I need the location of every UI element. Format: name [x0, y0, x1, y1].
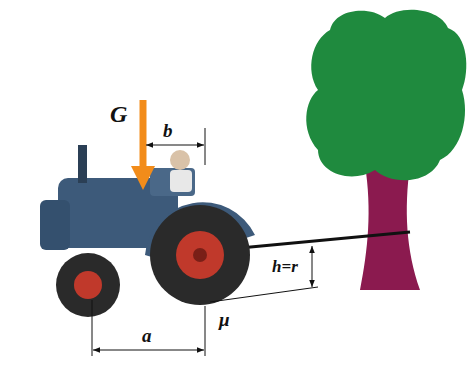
dimension-line — [93, 350, 204, 351]
dimension-label: b — [163, 121, 173, 140]
front-wheel — [56, 253, 120, 317]
hub-center — [193, 248, 207, 262]
tow-rope — [240, 232, 410, 248]
driver-head — [170, 150, 190, 170]
extension-line — [92, 300, 93, 356]
tree-trunk — [360, 165, 420, 290]
tree-crown — [306, 10, 466, 181]
front-hub — [74, 271, 102, 299]
dimension-line — [312, 246, 313, 287]
tractor-grille — [40, 200, 70, 250]
weight-arrowhead — [131, 166, 155, 190]
driver-body — [170, 170, 192, 192]
dimension-label: a — [142, 326, 152, 345]
dimension-line — [146, 145, 204, 146]
exhaust-pipe — [78, 145, 87, 183]
force-label: G — [110, 102, 127, 126]
extension-line — [205, 128, 206, 165]
rear-hub — [176, 231, 224, 279]
friction-label: μ — [219, 310, 230, 329]
dimension-label: h=r — [272, 258, 298, 275]
extension-line — [205, 306, 206, 356]
rear-wheel — [150, 205, 250, 305]
ground-line — [210, 287, 318, 302]
seat — [150, 168, 195, 196]
weight-arrow — [140, 100, 147, 168]
